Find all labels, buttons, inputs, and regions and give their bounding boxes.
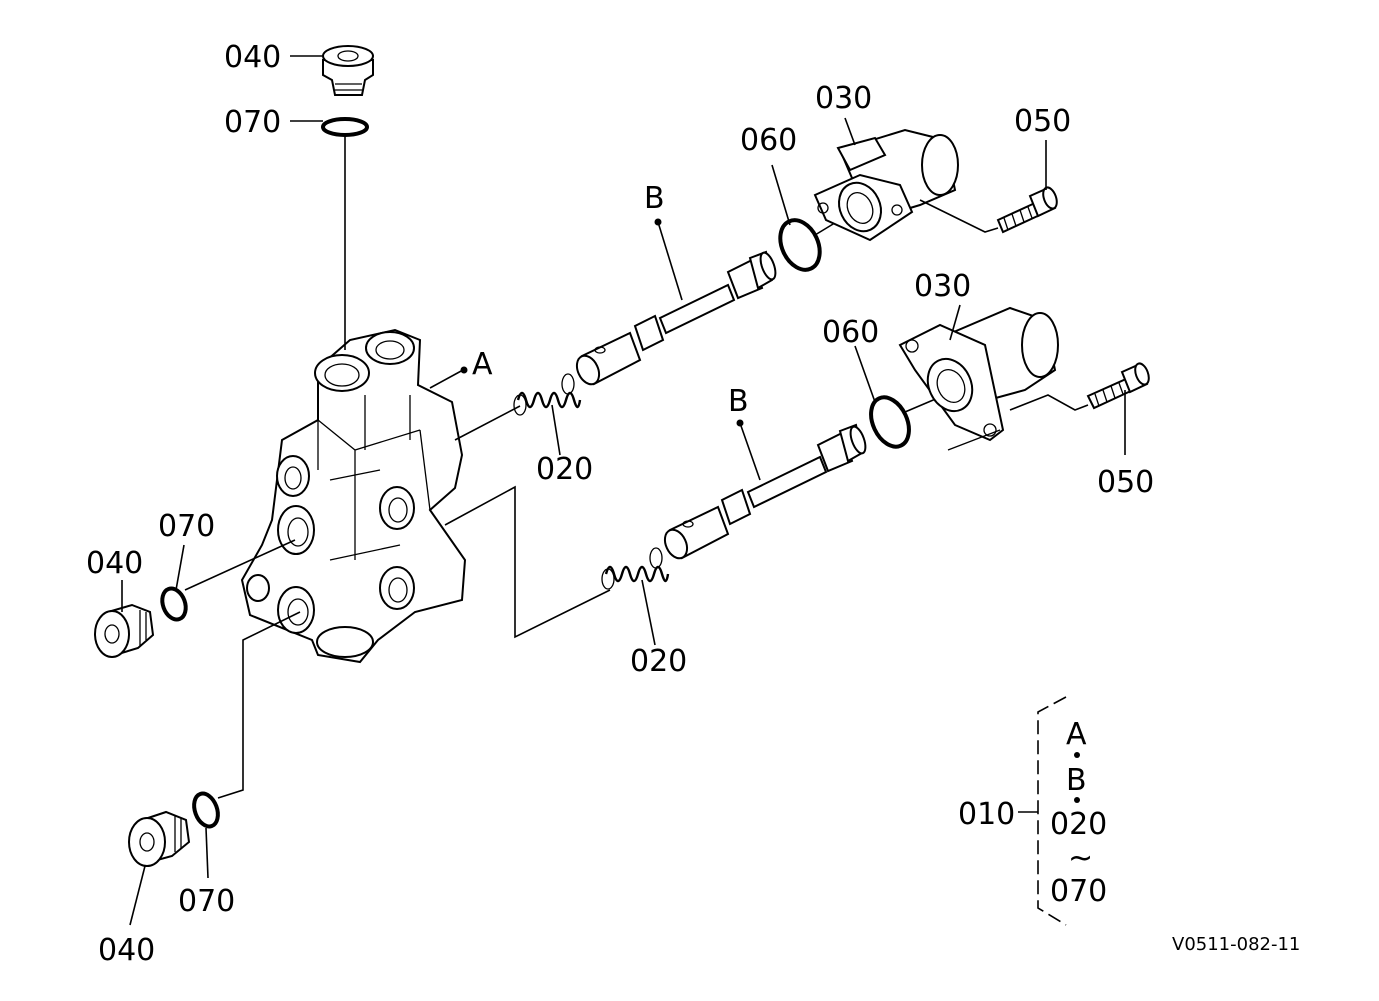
label-spool-upper: B — [644, 181, 665, 216]
axis-lower — [444, 485, 611, 639]
spring-upper — [513, 373, 582, 416]
label-assembly-from: 020 — [1050, 807, 1107, 842]
oring-sol-lower — [869, 395, 911, 449]
leader-oring-sol-lower — [854, 345, 876, 403]
valve-body — [240, 328, 467, 664]
ref-dot-a — [460, 366, 468, 374]
oring-sol-upper — [778, 218, 822, 272]
label-assembly-number: 010 — [958, 797, 1015, 832]
leader-left-axis — [184, 539, 296, 591]
leader-sol-bolt-upper — [919, 199, 999, 233]
plug-top — [322, 45, 374, 96]
assembly-dot-2 — [1074, 797, 1080, 803]
solenoid-lower — [898, 306, 1059, 451]
label-body-a: A — [472, 347, 493, 382]
solenoid-upper — [813, 128, 959, 242]
label-oring-sol-upper: 060 — [740, 123, 797, 158]
label-spring-upper: 020 — [536, 452, 593, 487]
leader-body-a — [429, 369, 464, 389]
assembly-bracket — [1018, 696, 1067, 926]
spring-lower — [601, 547, 670, 590]
axis-upper — [454, 405, 521, 441]
oring-bottom — [192, 791, 220, 829]
oring-left — [160, 586, 188, 622]
leader-solenoid-upper — [844, 117, 856, 146]
leader-bottom-axis — [217, 611, 301, 799]
label-oring-top: 070 — [224, 105, 281, 140]
label-solenoid-upper: 030 — [815, 81, 872, 116]
ref-dot-b-upper — [654, 218, 662, 226]
plug-bottom — [128, 810, 191, 867]
leader-oring-left — [175, 544, 185, 591]
leader-spool-upper — [657, 221, 683, 301]
label-assembly-a: A — [1066, 717, 1087, 752]
label-plug-bottom: 040 — [98, 933, 155, 968]
label-plug-left: 040 — [86, 546, 143, 581]
leader-spring-upper — [551, 404, 561, 456]
label-oring-sol-lower: 060 — [822, 315, 879, 350]
spool-upper — [575, 250, 777, 386]
spool-lower — [663, 423, 867, 560]
label-bolt-lower: 050 — [1097, 465, 1154, 500]
leader-spool-lower — [739, 422, 761, 481]
bolt-upper — [996, 186, 1058, 234]
label-assembly-b: B — [1066, 763, 1087, 798]
drawing-code: V0511-082-11 — [1172, 934, 1300, 955]
plug-left — [94, 603, 155, 658]
leader-oring-sol-upper — [771, 164, 791, 226]
label-bolt-upper: 050 — [1014, 104, 1071, 139]
leader-spring-lower — [641, 579, 656, 646]
label-solenoid-lower: 030 — [914, 269, 971, 304]
label-spring-lower: 020 — [630, 644, 687, 679]
leader-solenoid-lower — [949, 304, 961, 341]
label-oring-left: 070 — [158, 509, 215, 544]
label-assembly-to: 070 — [1050, 874, 1107, 909]
label-spool-lower: B — [728, 384, 749, 419]
leader-oring-bottom — [205, 827, 209, 879]
bolt-lower — [1086, 362, 1150, 410]
leader-sol-bolt-lower — [1009, 394, 1089, 411]
label-assembly-sep: ~ — [1068, 841, 1093, 876]
label-plug-top: 040 — [224, 40, 281, 75]
label-oring-bottom: 070 — [178, 884, 235, 919]
ref-dot-b-lower — [736, 419, 744, 427]
assembly-dot-1 — [1074, 752, 1080, 758]
oring-top — [321, 117, 369, 137]
leader-plug-bottom — [129, 865, 146, 926]
